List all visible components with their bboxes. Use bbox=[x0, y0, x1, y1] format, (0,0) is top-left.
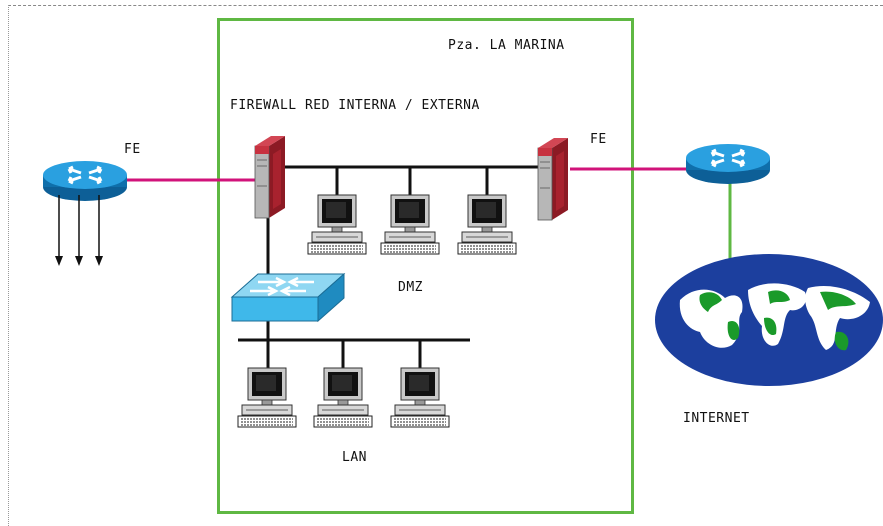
dmz-label: DMZ bbox=[398, 280, 423, 295]
workstation-icon bbox=[380, 194, 440, 255]
router-icon bbox=[41, 159, 129, 203]
firewall-icon bbox=[254, 135, 286, 219]
fe-label-left: FE bbox=[124, 142, 141, 157]
switch-icon bbox=[230, 272, 346, 323]
router-output-arrows bbox=[55, 195, 103, 266]
site-label: Pza. LA MARINA bbox=[448, 38, 565, 53]
router-icon bbox=[684, 142, 772, 186]
firewall-title: FIREWALL RED INTERNA / EXTERNA bbox=[230, 98, 480, 113]
lan-label: LAN bbox=[342, 450, 367, 465]
workstation-icon bbox=[237, 367, 297, 428]
workstation-icon bbox=[313, 367, 373, 428]
internet-label: INTERNET bbox=[683, 411, 750, 426]
workstation-icon bbox=[307, 194, 367, 255]
globe-icon bbox=[655, 254, 883, 386]
workstation-icon bbox=[457, 194, 517, 255]
site-boundary-box bbox=[217, 18, 634, 514]
fe-label-right: FE bbox=[590, 132, 607, 147]
firewall-icon bbox=[537, 137, 569, 221]
workstation-icon bbox=[390, 367, 450, 428]
outer-dotted-border bbox=[8, 5, 9, 526]
outer-dashed-border bbox=[8, 5, 883, 6]
